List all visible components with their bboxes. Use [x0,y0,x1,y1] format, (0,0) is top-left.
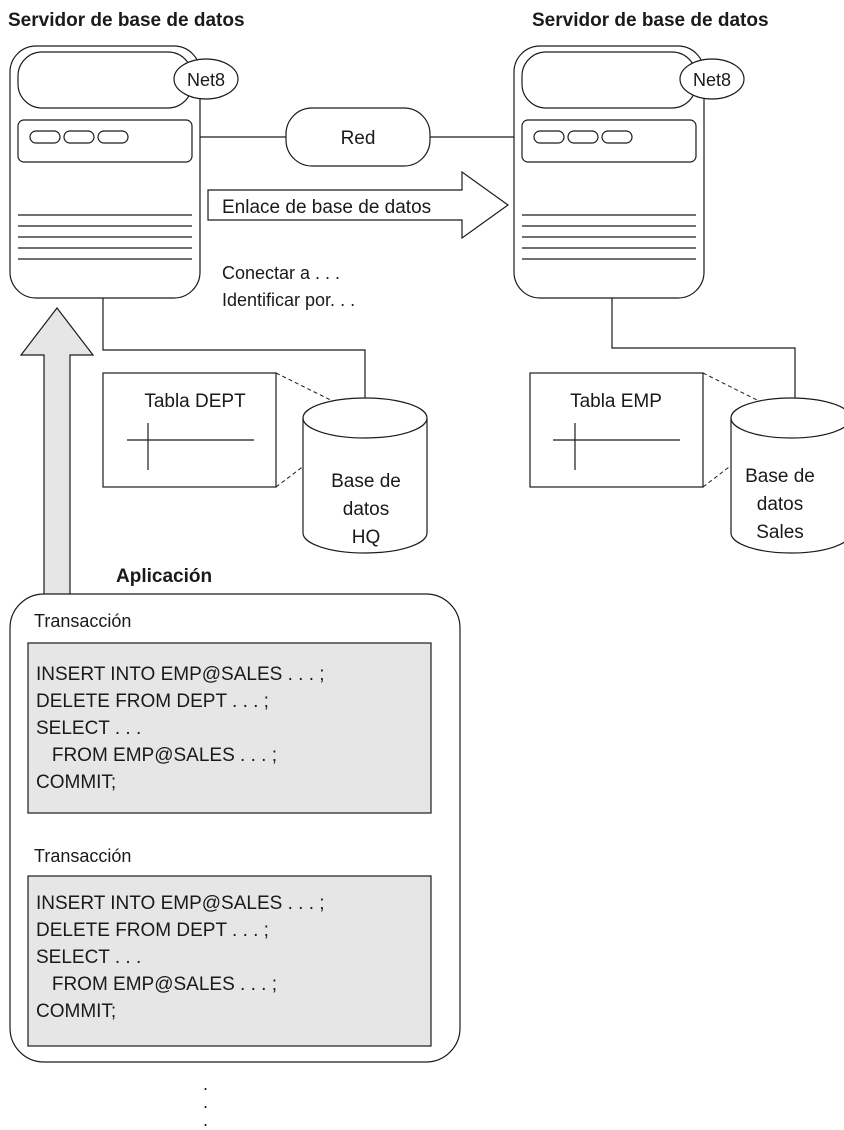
emp-table-box [529,372,704,488]
transaction-2-code-block [27,875,432,1047]
hq-db-label-line2: datos [343,499,389,520]
continuation-dot-1: . [203,1074,208,1094]
transaction-2-line-3: SELECT . . . [36,947,141,968]
right-server-top-panel [521,51,697,109]
application-to-server-arrow [19,307,95,597]
right-server: Net8 [513,45,745,299]
transaction-1-line-1: INSERT INTO EMP@SALES . . . ; [36,664,325,685]
left-server-top-panel [17,51,193,109]
right-net8-label: Net8 [693,70,731,90]
transaction-2-line-2: DELETE FROM DEPT . . . ; [36,920,269,941]
left-net8-label: Net8 [187,70,225,90]
sales-database-cylinder [730,397,844,554]
identified-by-text: Identificar por. . . [222,290,355,310]
connect-to-text: Conectar a . . . [222,263,340,283]
hq-db-label-line3: HQ [352,527,381,548]
left-server: Net8 [9,45,239,299]
right-server-vents [522,214,696,260]
sales-db-label-line3: Sales [756,522,804,543]
application-label: Aplicación [116,566,212,587]
transaction-1-title: Transacción [34,611,131,631]
transaction-2-line-4: FROM EMP@SALES . . . ; [36,974,277,995]
transaction-1-line-4: FROM EMP@SALES . . . ; [36,745,277,766]
hq-db-label-line1: Base de [331,471,401,492]
emp-table-label: Tabla EMP [570,391,662,412]
hq-connector-line [102,298,366,400]
transaction-2: Transacción INSERT INTO EMP@SALES . . . … [27,846,432,1047]
right-server-body [513,45,705,299]
transaction-2-line-5: COMMIT; [36,1001,116,1022]
continuation-dot-3: . [203,1110,208,1130]
sales-connector-line [611,298,796,400]
hq-database-cylinder [302,397,428,554]
left-server-title: Servidor de base de datos [8,10,245,31]
dept-table-box [102,372,277,488]
transaction-2-line-1: INSERT INTO EMP@SALES . . . ; [36,893,325,914]
transaction-1-code-block [27,642,432,814]
transaction-1-line-2: DELETE FROM DEPT . . . ; [36,691,269,712]
database-link-arrow [207,170,510,240]
transaction-1: Transacción INSERT INTO EMP@SALES . . . … [27,611,432,814]
dept-table-label: Tabla DEPT [144,391,246,412]
network-node [285,107,431,167]
transaction-1-line-3: SELECT . . . [36,718,141,739]
left-server-body [9,45,201,299]
left-server-vents [18,214,192,260]
transaction-2-title: Transacción [34,846,131,866]
sales-db-label-line1: Base de [745,466,815,487]
network-label: Red [341,128,376,149]
right-net8-badge [679,58,745,100]
left-net8-badge [173,58,239,100]
right-server-title: Servidor de base de datos [532,10,769,31]
sales-db-label-line2: datos [757,494,803,515]
continuation-dot-2: . [203,1092,208,1112]
transaction-1-line-5: COMMIT; [36,772,116,793]
database-link-label: Enlace de base de datos [222,197,431,218]
